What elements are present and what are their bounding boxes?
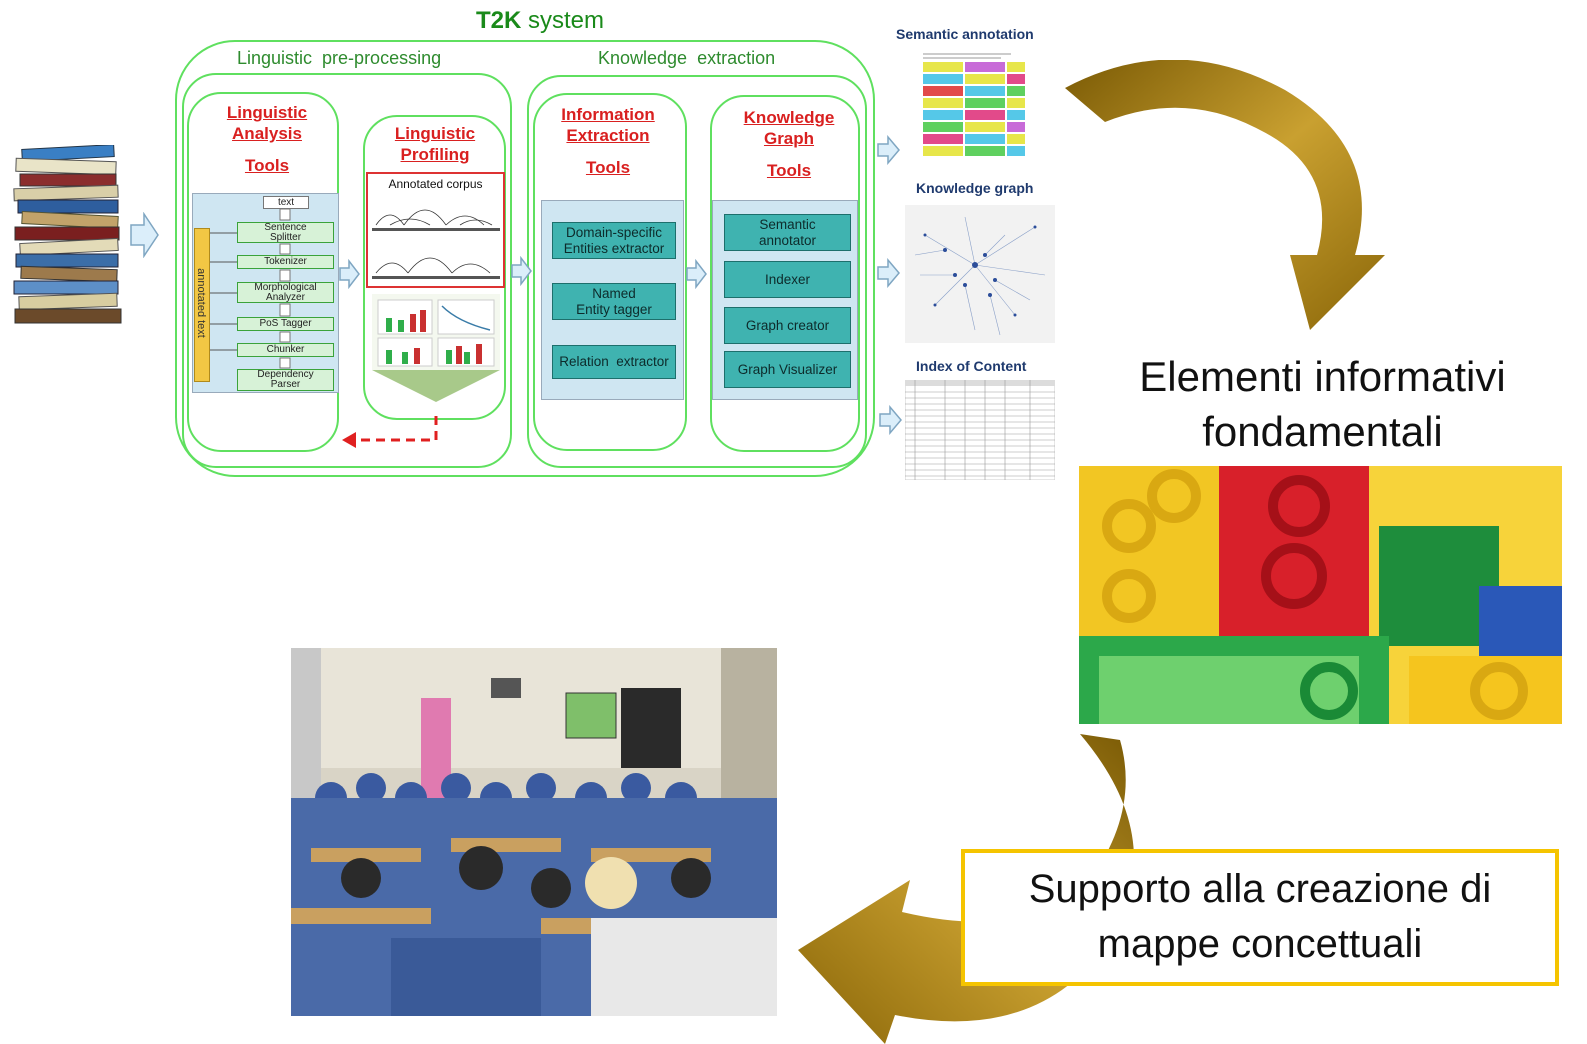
curved-arrow-top-icon [1065, 60, 1385, 330]
semantic-annotation-image [921, 50, 1027, 162]
ie-named-entity-tagger: Named Entity tagger [552, 283, 676, 320]
knowledge-graph-image [905, 205, 1055, 343]
concept-map-support-box [961, 849, 1559, 986]
annotated-corpus-label: Annotated corpus [388, 177, 483, 191]
dependency-tree-image [372, 209, 500, 279]
flow-arrow-icon [511, 256, 532, 286]
knowledge-graph-title: Knowledge Graph [743, 108, 835, 148]
pipeline-connectors-icon [210, 209, 291, 369]
profiling-charts-image [372, 294, 500, 402]
knowledge-graph-label: Knowledge graph [916, 180, 1034, 196]
flow-arrow-icon [130, 212, 159, 258]
feedback-arrow-icon [342, 416, 438, 448]
knowledge-graph-column [710, 95, 860, 452]
kg-graph-visualizer: Graph Visualizer [724, 351, 851, 388]
information-extraction-title: Information Extraction [561, 105, 655, 145]
lego-bricks-image [1079, 466, 1562, 724]
kg-graph-creator: Graph creator [724, 307, 851, 344]
pipeline-step-sentence-splitter: Sentence Splitter [237, 222, 334, 243]
pipeline-step-text: text [263, 196, 309, 209]
information-extraction-column [533, 93, 687, 451]
extraction-label: Knowledge extraction [598, 48, 776, 68]
information-extraction-tools: Tools [585, 158, 631, 177]
pipeline-step-tokenizer: Tokenizer [237, 255, 334, 269]
concept-map-support-text: Supporto alla creazione di mappe concett… [1028, 867, 1492, 966]
flow-arrow-icon [686, 259, 707, 289]
system-title: T2K system [475, 7, 605, 34]
kg-semantic-annotator: Semantic annotator [724, 214, 851, 251]
flow-arrow-icon [877, 258, 900, 288]
classroom-photo [291, 648, 777, 1016]
flow-arrow-icon [339, 259, 360, 289]
preprocessing-box [182, 73, 512, 468]
system-outer-box [175, 40, 875, 477]
linguistic-analysis-title: Linguistic Analysis [226, 103, 308, 143]
semantic-annotation-label: Semantic annotation [896, 26, 1034, 42]
pipeline-step-chunker: Chunker [237, 343, 334, 357]
annotated-text-bar [194, 228, 210, 382]
kg-indexer: Indexer [724, 261, 851, 298]
index-of-content-image [905, 380, 1055, 480]
linguistic-analysis-tools: Tools [244, 156, 290, 175]
flow-arrow-icon [877, 135, 900, 165]
pipeline-step-dependency-parser: Dependency Parser [237, 369, 334, 391]
knowledge-graph-tools: Tools [766, 161, 812, 180]
linguistic-profiling-title: Linguistic Profiling [394, 124, 476, 164]
books-stack-image [12, 144, 132, 330]
preprocessing-label: Linguistic pre-processing [237, 48, 442, 68]
flow-arrow-icon [879, 405, 902, 435]
key-elements-heading: Elementi informativi fondamentali [1139, 353, 1506, 455]
annotated-text-label: annotated text [195, 268, 207, 338]
ie-relation-extractor: Relation extractor [552, 345, 676, 379]
pipeline-step-pos-tagger: PoS Tagger [237, 317, 334, 331]
ie-domain-entities-extractor: Domain-specific Entities extractor [552, 222, 676, 259]
index-of-content-label: Index of Content [916, 358, 1027, 374]
pipeline-step-morphological-analyzer: Morphological Analyzer [237, 282, 334, 303]
